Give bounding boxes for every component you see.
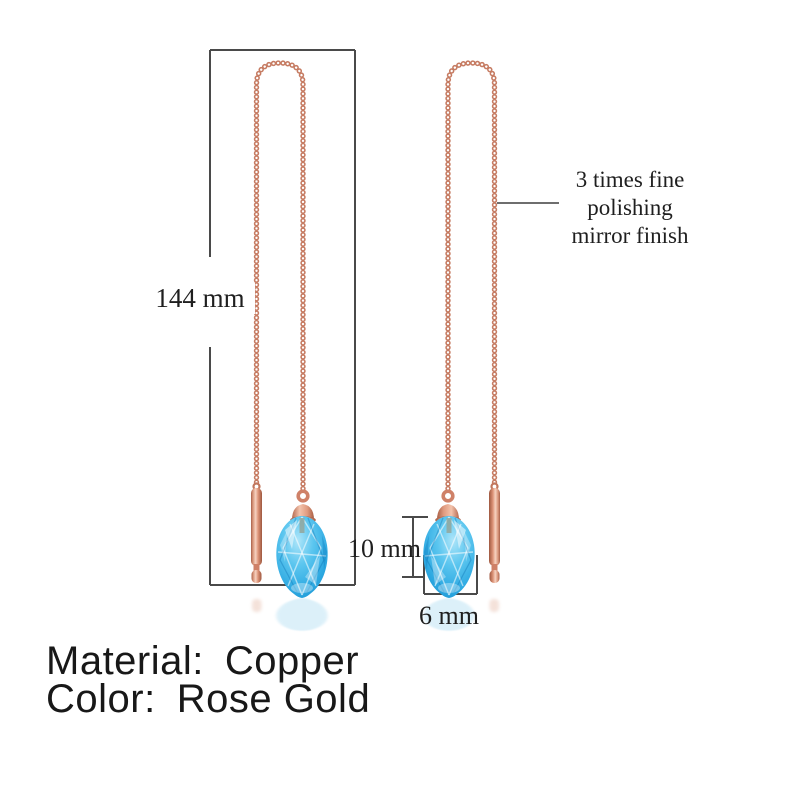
color-spec-row: Color: Rose Gold <box>46 677 371 721</box>
width-dimension-label: 6 mm <box>419 601 479 630</box>
height-dimension-lines <box>402 516 428 578</box>
length-measurement-box <box>209 49 356 586</box>
material-label: Material: <box>46 639 204 683</box>
right-threader-earring <box>423 63 500 631</box>
length-dimension-label: 144 mm <box>145 283 255 314</box>
color-value: Rose Gold <box>176 677 371 721</box>
reflection <box>252 598 328 631</box>
material-spec-row: Material: Copper <box>46 639 370 683</box>
spec-block: Material: Copper Color: Rose Gold <box>46 639 371 721</box>
chain <box>253 60 306 495</box>
polish-note: 3 times fine polishing mirror finish <box>532 166 728 250</box>
color-label: Color: <box>46 677 156 721</box>
crystal-pin <box>299 518 305 533</box>
threader-bar <box>251 482 262 583</box>
left-threader-earring <box>251 60 328 631</box>
polish-note-line2: mirror finish <box>571 223 689 248</box>
polish-note-line1: 3 times fine polishing <box>575 167 685 220</box>
height-dimension-label: 10 mm <box>348 534 421 563</box>
material-value: Copper <box>224 639 360 683</box>
chain-link-holes <box>255 61 305 494</box>
crystal-drop <box>276 516 328 598</box>
